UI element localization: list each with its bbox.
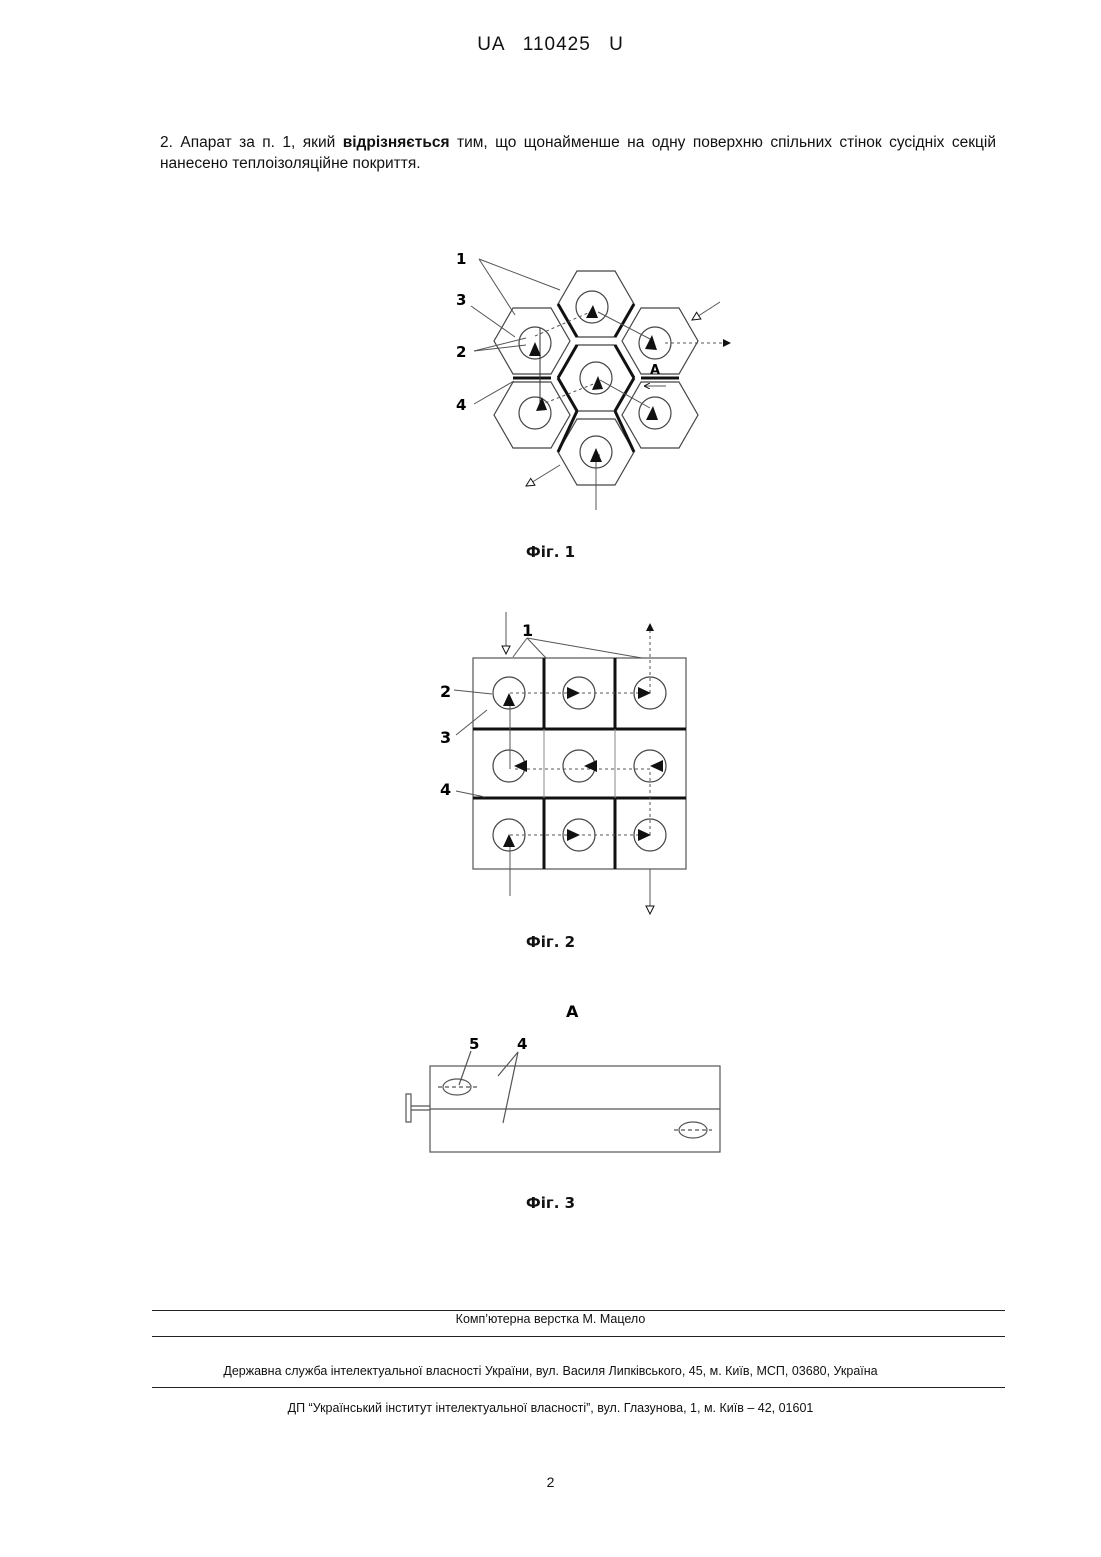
fig3-label-5: 5 — [469, 1035, 479, 1053]
fig3-title: А — [566, 1002, 579, 1021]
document-id-header: UA 110425 U — [0, 34, 1101, 56]
hex-section-top — [558, 271, 634, 337]
fig2-label-1: 1 — [522, 621, 533, 640]
fig1-label-1: 1 — [456, 250, 466, 268]
fig1-section-label: А — [650, 363, 660, 378]
claim-paragraph: 2. Апарат за п. 1, який відрізняється ти… — [160, 132, 996, 174]
hex-section-lower-right — [622, 382, 698, 448]
fig1-label-3: 3 — [456, 291, 466, 309]
figure-1-diagram: 1 3 2 4 А — [440, 240, 760, 530]
hex-section-lower-left — [494, 382, 570, 448]
office-address: Державна служба інтелектуальної власност… — [0, 1364, 1101, 1378]
footer-rule-top — [152, 1310, 1005, 1311]
figure-2-diagram: 1 2 3 4 — [436, 612, 696, 920]
figure-2-caption: Фіг. 2 — [0, 933, 1101, 951]
figure-1-caption: Фіг. 1 — [0, 543, 1101, 561]
claim-prefix: 2. Апарат за п. 1, який — [160, 134, 343, 151]
layout-credit: Комп’ютерна верстка М. Мацело — [0, 1312, 1101, 1326]
claim-bold-term: відрізняється — [343, 134, 450, 151]
fig1-label-4: 4 — [456, 396, 466, 414]
institute-address: ДП “Український інститут інтелектуальної… — [0, 1401, 1101, 1415]
hex-section-center — [558, 345, 634, 411]
fig1-label-2: 2 — [456, 343, 466, 361]
figure-3-caption: Фіг. 3 — [0, 1194, 1101, 1212]
fig3-label-4: 4 — [517, 1035, 527, 1053]
fig2-label-3: 3 — [440, 728, 451, 747]
fig2-label-4: 4 — [440, 780, 451, 799]
footer-rule-bottom — [152, 1387, 1005, 1388]
hex-section-upper-left — [494, 308, 570, 374]
page-number: 2 — [0, 1474, 1101, 1490]
footer-rule-middle — [152, 1336, 1005, 1337]
figure-3-diagram: А 5 4 — [400, 998, 730, 1158]
fig2-label-2: 2 — [440, 682, 451, 701]
